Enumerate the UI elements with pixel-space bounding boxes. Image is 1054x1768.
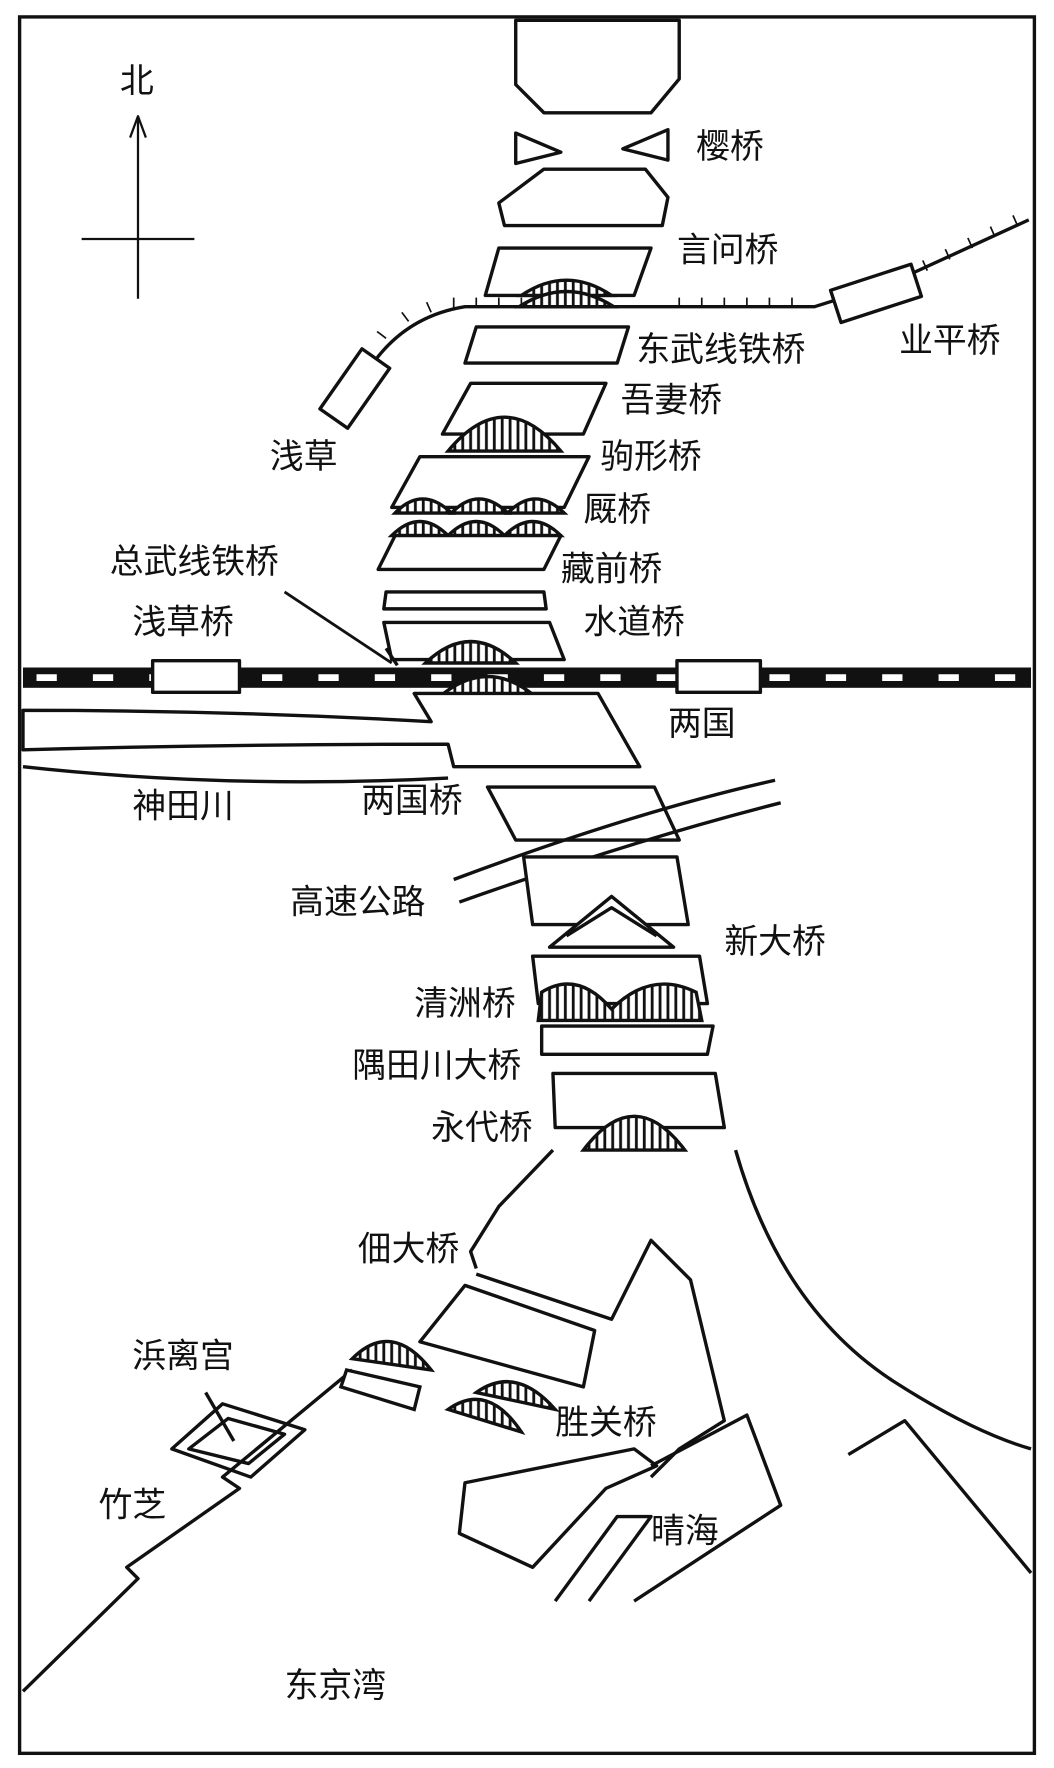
compass-north-label: 北	[120, 61, 154, 100]
label-kanda-river: 神田川	[132, 786, 233, 825]
label-eitai-bridge: 永代桥	[431, 1108, 532, 1147]
label-asakusa: 浅草	[270, 437, 338, 476]
label-narihira-bridge: 业平桥	[899, 321, 1000, 360]
bridge-azuma	[440, 381, 608, 453]
label-kiyosu-bridge: 清洲桥	[414, 984, 515, 1023]
label-ryogoku-bridge: 两国桥	[361, 781, 462, 820]
label-tobu-rail-bridge: 东武线铁桥	[636, 330, 805, 369]
river-upstream	[497, 18, 681, 228]
label-azuma-bridge: 吾妻桥	[621, 381, 722, 420]
label-asakusa-bridge: 浅草桥	[132, 603, 233, 642]
label-sobu-rail-bridge: 总武线铁桥	[110, 542, 279, 581]
label-ryogoku: 两国	[668, 704, 736, 743]
label-umaya-bridge: 厩桥	[583, 490, 651, 529]
bridge-kiyosu	[530, 954, 710, 1023]
bridge-kachidoki	[338, 1339, 560, 1436]
label-tsukuda-bridge: 佃大桥	[358, 1230, 459, 1269]
north-arrow-icon	[81, 115, 195, 299]
bridge-umaya	[387, 497, 569, 538]
label-expressway: 高速公路	[290, 882, 425, 921]
label-sakura-bridge: 樱桥	[696, 127, 764, 166]
bridge-suido	[382, 590, 566, 665]
label-harumi: 晴海	[651, 1511, 719, 1550]
river-downstream	[21, 1148, 1033, 1693]
bridge-sumida-ohashi	[539, 1024, 715, 1056]
label-suido-bridge: 水道桥	[583, 603, 684, 642]
label-kachidoki-bridge: 胜关桥	[555, 1403, 656, 1442]
label-komagata-bridge: 驹形桥	[600, 437, 701, 476]
map-labels: 樱桥 言问桥 业平桥 东武线铁桥 吾妻桥 浅草 驹形桥 厩桥 总武线铁桥 藏前桥…	[99, 127, 1001, 1705]
hamarikyu	[170, 1391, 307, 1479]
label-shin-ohashi: 新大桥	[724, 922, 825, 961]
label-kuramae-bridge: 藏前桥	[561, 550, 662, 589]
bridge-kuramae	[376, 533, 563, 572]
bridge-eitai	[551, 1071, 727, 1152]
bridge-shin-ohashi	[521, 855, 690, 949]
bridge-tobu	[463, 289, 631, 365]
bridge-komagata	[390, 454, 591, 510]
label-sumida-ohashi: 隅田川大桥	[352, 1046, 521, 1085]
expressway	[453, 778, 782, 904]
label-takeshiba: 竹芝	[99, 1486, 167, 1525]
bridge-ryogoku	[485, 785, 681, 842]
label-hamarikyu: 浜离宫	[132, 1337, 233, 1376]
bridge-kototoi	[483, 246, 653, 298]
kanda-river	[21, 691, 642, 784]
bridge-tsukuda	[418, 1283, 597, 1389]
sobu-railway	[22, 659, 1032, 695]
label-tokyo-bay: 东京湾	[285, 1666, 386, 1705]
label-kototoi-bridge: 言问桥	[677, 231, 778, 270]
